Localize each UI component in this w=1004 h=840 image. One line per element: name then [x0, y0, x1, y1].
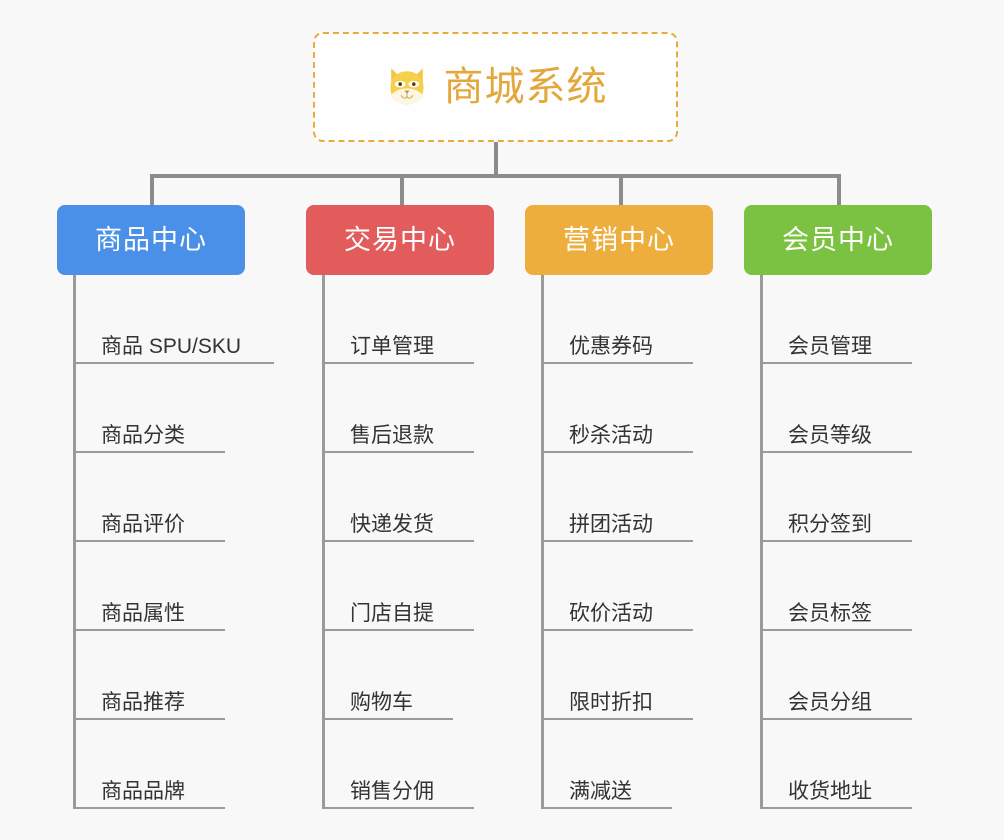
- root-title: 商城系统: [443, 65, 608, 109]
- leaf-label: 会员标签: [788, 601, 872, 625]
- leaf-item[interactable]: 售后退款: [322, 364, 474, 453]
- leaf-item[interactable]: 门店自提: [322, 542, 474, 631]
- category-label-2: 交易中心: [344, 224, 456, 255]
- leaf-item[interactable]: 优惠券码: [541, 275, 693, 364]
- category-label-3: 营销中心: [563, 224, 675, 255]
- category-label-1: 商品中心: [95, 224, 207, 255]
- shiba-dog-face-icon: [384, 64, 430, 110]
- leaf-item[interactable]: 商品 SPU/SKU: [73, 275, 274, 364]
- category-node-4[interactable]: 会员中心: [744, 205, 932, 275]
- leaf-label: 商品属性: [101, 601, 185, 625]
- leaf-item[interactable]: 砍价活动: [541, 542, 693, 631]
- leaf-label: 收货地址: [788, 779, 872, 803]
- drop-connector-1: [150, 174, 154, 206]
- leaf-label: 满减送: [569, 779, 632, 803]
- category-node-1[interactable]: 商品中心: [57, 205, 245, 275]
- leaf-item[interactable]: 商品属性: [73, 542, 225, 631]
- leaf-label: 快递发货: [350, 512, 434, 536]
- leaf-item[interactable]: 商品品牌: [73, 720, 225, 809]
- leaf-label: 购物车: [350, 690, 413, 714]
- category-node-3[interactable]: 营销中心: [525, 205, 713, 275]
- leaf-item[interactable]: 限时折扣: [541, 631, 693, 720]
- leaf-spine-4: [760, 275, 763, 809]
- horizontal-bus-connector: [150, 174, 840, 178]
- leaf-item[interactable]: 会员管理: [760, 275, 912, 364]
- leaf-item[interactable]: 会员分组: [760, 631, 912, 720]
- leaf-item[interactable]: 快递发货: [322, 453, 474, 542]
- root-stem-connector: [494, 142, 498, 176]
- leaf-label: 限时折扣: [569, 690, 653, 714]
- leaf-label: 门店自提: [350, 601, 434, 625]
- root-node[interactable]: 商城系统: [313, 32, 678, 142]
- leaf-item[interactable]: 购物车: [322, 631, 453, 720]
- leaf-label: 优惠券码: [569, 334, 653, 358]
- category-label-4: 会员中心: [782, 224, 894, 255]
- leaf-label: 商品评价: [101, 512, 185, 536]
- leaf-label: 订单管理: [350, 334, 434, 358]
- leaf-spine-3: [541, 275, 544, 809]
- leaf-item[interactable]: 销售分佣: [322, 720, 474, 809]
- leaf-label: 销售分佣: [350, 779, 434, 803]
- leaf-label: 会员管理: [788, 334, 872, 358]
- category-node-2[interactable]: 交易中心: [306, 205, 494, 275]
- drop-connector-3: [619, 174, 623, 206]
- drop-connector-4: [837, 174, 841, 206]
- leaf-label: 秒杀活动: [569, 423, 653, 447]
- leaf-item[interactable]: 积分签到: [760, 453, 912, 542]
- leaf-item[interactable]: 会员标签: [760, 542, 912, 631]
- leaf-item[interactable]: 商品评价: [73, 453, 225, 542]
- leaf-label: 商品 SPU/SKU: [101, 334, 242, 358]
- leaf-label: 商品推荐: [101, 690, 185, 714]
- leaf-spine-2: [322, 275, 325, 809]
- leaf-label: 砍价活动: [569, 601, 653, 625]
- leaf-item[interactable]: 秒杀活动: [541, 364, 693, 453]
- leaf-label: 拼团活动: [569, 512, 653, 536]
- leaf-label: 商品分类: [101, 423, 185, 447]
- leaf-item[interactable]: 满减送: [541, 720, 672, 809]
- leaf-item[interactable]: 会员等级: [760, 364, 912, 453]
- leaf-label: 积分签到: [788, 512, 872, 536]
- leaf-item[interactable]: 拼团活动: [541, 453, 693, 542]
- leaf-label: 会员分组: [788, 690, 872, 714]
- leaf-item[interactable]: 商品推荐: [73, 631, 225, 720]
- drop-connector-2: [400, 174, 404, 206]
- leaf-item[interactable]: 订单管理: [322, 275, 474, 364]
- leaf-item[interactable]: 商品分类: [73, 364, 225, 453]
- leaf-label: 商品品牌: [101, 779, 185, 803]
- leaf-label: 售后退款: [350, 423, 434, 447]
- leaf-item[interactable]: 收货地址: [760, 720, 912, 809]
- leaf-label: 会员等级: [788, 423, 872, 447]
- leaf-spine-1: [73, 275, 76, 809]
